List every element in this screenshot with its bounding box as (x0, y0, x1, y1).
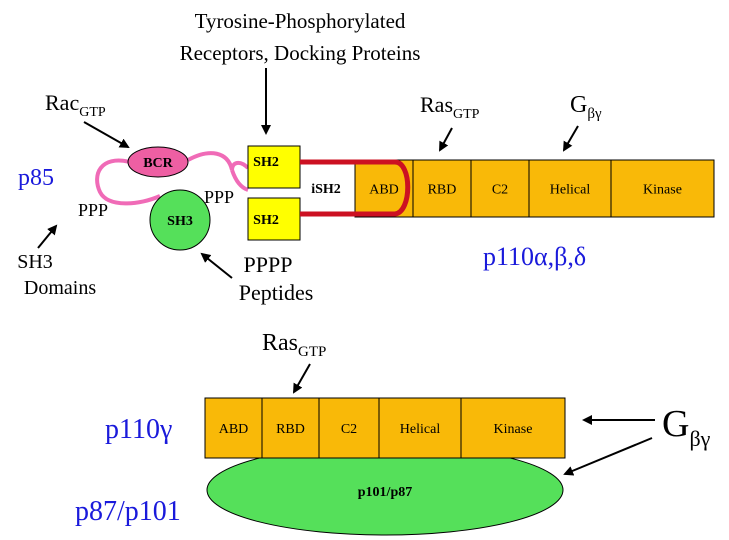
domain-label-abd: ABD (369, 183, 399, 198)
rac-gtp-label: RacGTP (45, 90, 106, 120)
p85-linker (95, 151, 250, 206)
ish2-coil (300, 159, 411, 217)
domain-box-rbd (261, 397, 320, 459)
ppp-right-label: PPP (204, 187, 234, 207)
ppp-left-label: PPP (78, 200, 108, 220)
sh2-top-box (247, 145, 301, 189)
p101-ellipse-text: p101/p87 (358, 485, 412, 500)
domain-box-helical (378, 397, 462, 459)
sh2-top-text: SH2 (253, 155, 279, 170)
sh3-domain (149, 189, 211, 251)
ras-top-label: RasGTP (420, 92, 480, 122)
ras-top-arrow (439, 127, 453, 152)
domain-label-kinase: Kinase (643, 183, 682, 198)
domain-label-helical: Helical (400, 422, 441, 437)
bcr-text: BCR (143, 156, 173, 171)
p85-label: p85 (18, 165, 54, 191)
rac-arrow (83, 121, 130, 148)
domain-label-abd: ABD (219, 422, 249, 437)
pppp-line2: Peptides (239, 280, 314, 305)
gbg-bottom-arrow2 (563, 437, 653, 476)
receptors-label-line2: Receptors, Docking Proteins (180, 41, 421, 65)
gbg-top-arrow (562, 125, 579, 152)
sh3-domains-line1: SH3 (17, 251, 53, 273)
sh3-domains-line2: Domains (24, 277, 96, 299)
sh2-bottom-text: SH2 (253, 213, 279, 228)
domain-label-c2: C2 (492, 183, 508, 198)
domain-label-kinase: Kinase (494, 422, 533, 437)
ras-bottom-arrow (293, 363, 311, 394)
sh3-text: SH3 (167, 214, 193, 229)
p87-label: p87/p101 (75, 496, 181, 527)
gbg-bottom-label: Gβγ (662, 403, 711, 451)
domain-box-helical (528, 159, 612, 218)
domain-label-c2: C2 (341, 422, 357, 437)
p110g-domains: ABD RBD C2 Helical Kinase (204, 397, 566, 459)
domain-label-rbd: RBD (428, 183, 457, 198)
p110abd-label: p110α,β,δ (483, 242, 586, 271)
ish2-text: iSH2 (311, 182, 341, 197)
gbg-top-label: Gβγ (570, 92, 602, 122)
sh2-bottom-box (247, 197, 301, 241)
domain-label-rbd: RBD (276, 422, 305, 437)
receptors-label-line1: Tyrosine-Phosphorylated (195, 9, 406, 33)
domain-box-kinase (460, 397, 566, 459)
p110g-label: p110γ (105, 414, 172, 445)
sh3-domains-arrow (37, 224, 58, 249)
bcr-domain (127, 146, 189, 178)
domain-label-helical: Helical (550, 183, 591, 198)
pppp-arrow (200, 252, 233, 279)
pppp-line1: PPPP (244, 252, 293, 277)
domain-box-c2 (470, 159, 530, 218)
domain-box-rbd (412, 159, 472, 218)
domain-box-kinase (610, 159, 715, 218)
ras-bottom-label: RasGTP (262, 330, 326, 360)
